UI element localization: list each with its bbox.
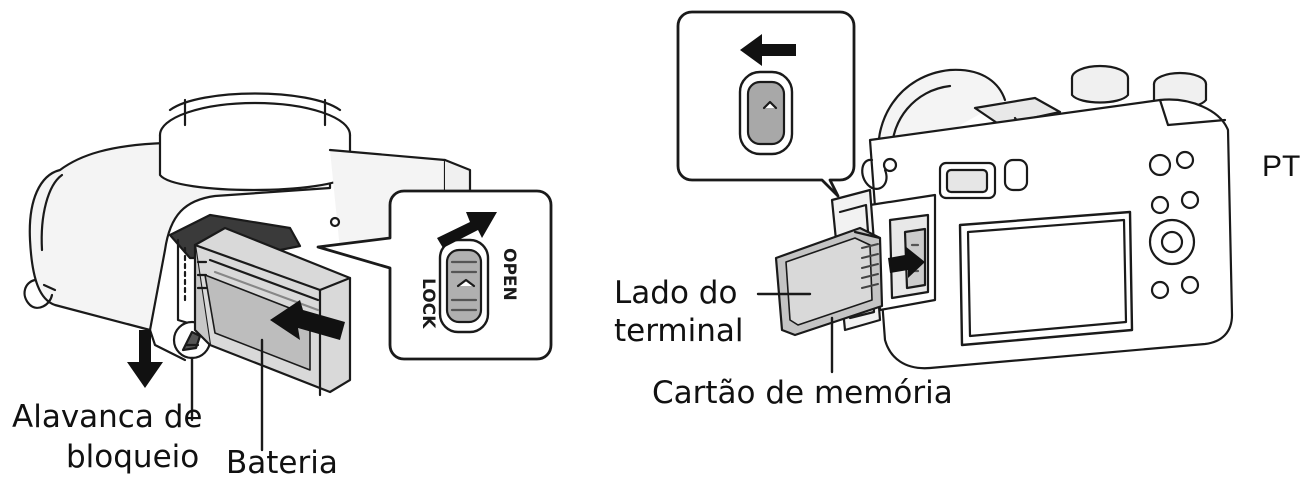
arrow-insert-card-icon	[888, 246, 925, 278]
terminal-side-label-line2: terminal	[614, 313, 744, 349]
lock-switch-callout	[316, 189, 553, 361]
arrow-insert-icon	[270, 300, 345, 340]
arrow-down-icon	[127, 330, 163, 388]
camera-body-right	[830, 64, 1234, 370]
battery-label: Bateria	[226, 445, 338, 481]
arrow-left-icon	[740, 34, 796, 66]
language-tag: PT	[1262, 150, 1301, 183]
card-door-callout	[676, 10, 856, 198]
lock-lever-label-line1: Alavanca de	[12, 399, 203, 435]
lock-lever-label-line2: bloqueio	[66, 439, 200, 475]
memory-card-illustration	[774, 226, 884, 337]
switch-open-label: OPEN	[499, 248, 519, 301]
memory-card-label: Cartão de memória	[652, 375, 953, 411]
switch-lock-label: LOCK	[418, 278, 438, 329]
arrow-right-icon	[437, 212, 497, 248]
terminal-side-label-line1: Lado do	[614, 275, 738, 311]
